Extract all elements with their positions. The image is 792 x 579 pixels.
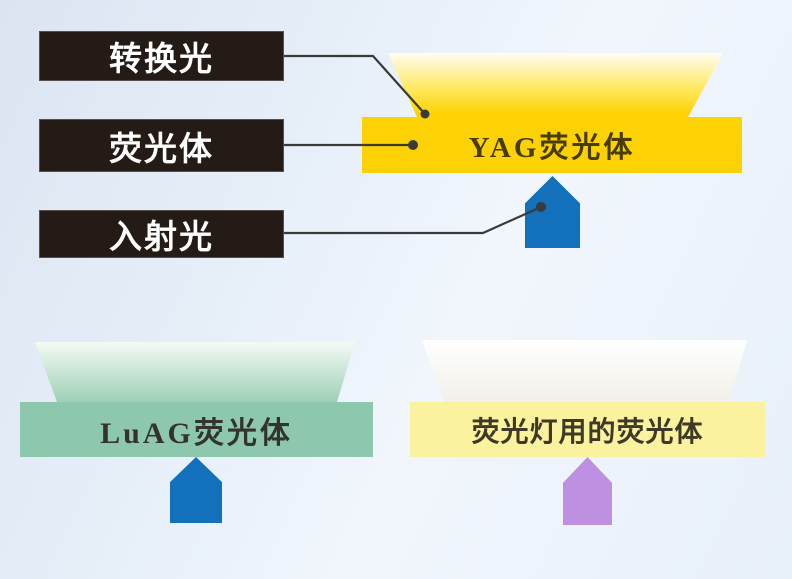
leader-line-incident-light xyxy=(284,205,542,235)
callout-incident-light: 入射光 xyxy=(39,210,284,258)
incident-light-arrow-yag xyxy=(525,176,580,248)
incident-light-arrow-lamp xyxy=(563,457,612,525)
lamp-phosphor-label: 荧光灯用的荧光体 xyxy=(471,416,704,448)
callout-converted-light-label: 转换光 xyxy=(109,42,214,78)
converted-light-beam-yag xyxy=(388,53,723,117)
callout-phosphor: 荧光体 xyxy=(39,119,284,172)
callout-phosphor-label: 荧光体 xyxy=(109,131,214,168)
converted-light-beam-luag xyxy=(35,342,355,402)
lamp-phosphor-plate: 荧光灯用的荧光体 xyxy=(410,402,765,457)
incident-light-arrow-luag xyxy=(170,457,222,523)
callout-converted-light: 转换光 xyxy=(39,31,284,81)
luag-phosphor-plate: LuAG荧光体 xyxy=(20,402,373,457)
callout-incident-light-label: 入射光 xyxy=(109,220,214,256)
yag-phosphor-plate: YAG荧光体 xyxy=(362,117,742,173)
converted-light-beam-lamp xyxy=(422,340,747,402)
luag-phosphor-label: LuAG荧光体 xyxy=(100,416,293,450)
yag-phosphor-label: YAG荧光体 xyxy=(468,132,636,164)
